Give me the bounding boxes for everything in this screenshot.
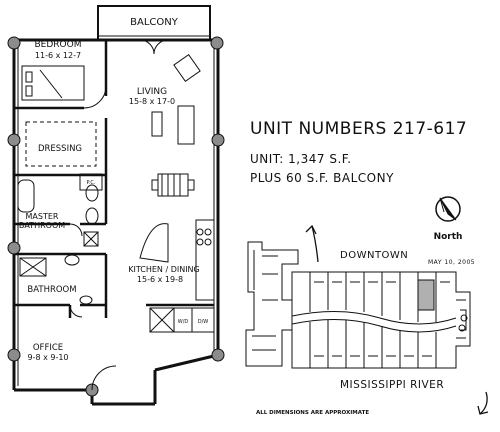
highlighted-unit [417, 279, 435, 311]
unit-info: UNIT NUMBERS 217-617 UNIT: 1,347 S.F. PL… [250, 119, 467, 185]
balcony-label: BALCONY [130, 17, 179, 28]
dressing-label: DRESSING [38, 144, 82, 154]
room-labels: BALCONY BEDROOM 11-6 x 12-7 LIVING 15-8 … [19, 17, 208, 362]
office-label: OFFICE [33, 343, 63, 353]
columns [7, 36, 225, 397]
bathroom-label: BATHROOM [27, 285, 76, 295]
unit-area: UNIT: 1,347 S.F. [250, 152, 352, 166]
site-plan [245, 241, 471, 369]
pc-label: P.C. [87, 180, 96, 186]
exterior-walls [12, 38, 220, 406]
wd-label: W/D [178, 319, 189, 325]
downtown-label: DOWNTOWN [340, 250, 408, 261]
balcony-area-text: PLUS 60 S.F. BALCONY [250, 171, 394, 185]
living-label: LIVING [137, 87, 167, 97]
living-dims: 15-8 x 17-0 [129, 97, 175, 106]
unit-title: UNIT NUMBERS 217-617 [250, 119, 467, 139]
dimensions-footnote: ALL DIMENSIONS ARE APPROXIMATE [256, 410, 369, 416]
bedroom-dims: 11-6 x 12-7 [35, 51, 81, 60]
master-bath-label-1: MASTER [26, 212, 59, 221]
downtown-arrow-icon [305, 224, 319, 263]
bath-fixtures [17, 173, 103, 305]
bedroom-label: BEDROOM [35, 40, 82, 50]
bed [21, 65, 85, 101]
site-plan-date: MAY 10, 2005 [428, 259, 475, 266]
unit-plan [7, 5, 225, 406]
north-label: North [434, 232, 463, 242]
door-swings [69, 85, 117, 391]
kitchen-dims: 15-6 x 19-8 [137, 275, 183, 284]
master-bath-label-2: BATHROOM [19, 221, 65, 230]
balcony-doors [139, 39, 169, 55]
kitchen-counters [139, 219, 215, 333]
kitchen-label: KITCHEN / DINING [128, 265, 200, 274]
dw-label: D/W [198, 319, 209, 325]
river-arrow-icon [477, 391, 489, 415]
office-dims: 9-8 x 9-10 [27, 353, 68, 362]
north-arrow-icon [435, 196, 461, 222]
dressing-closets [25, 121, 97, 167]
living-furniture [151, 53, 201, 145]
dining-table [151, 173, 195, 197]
river-label: MISSISSIPPI RIVER [340, 379, 444, 391]
